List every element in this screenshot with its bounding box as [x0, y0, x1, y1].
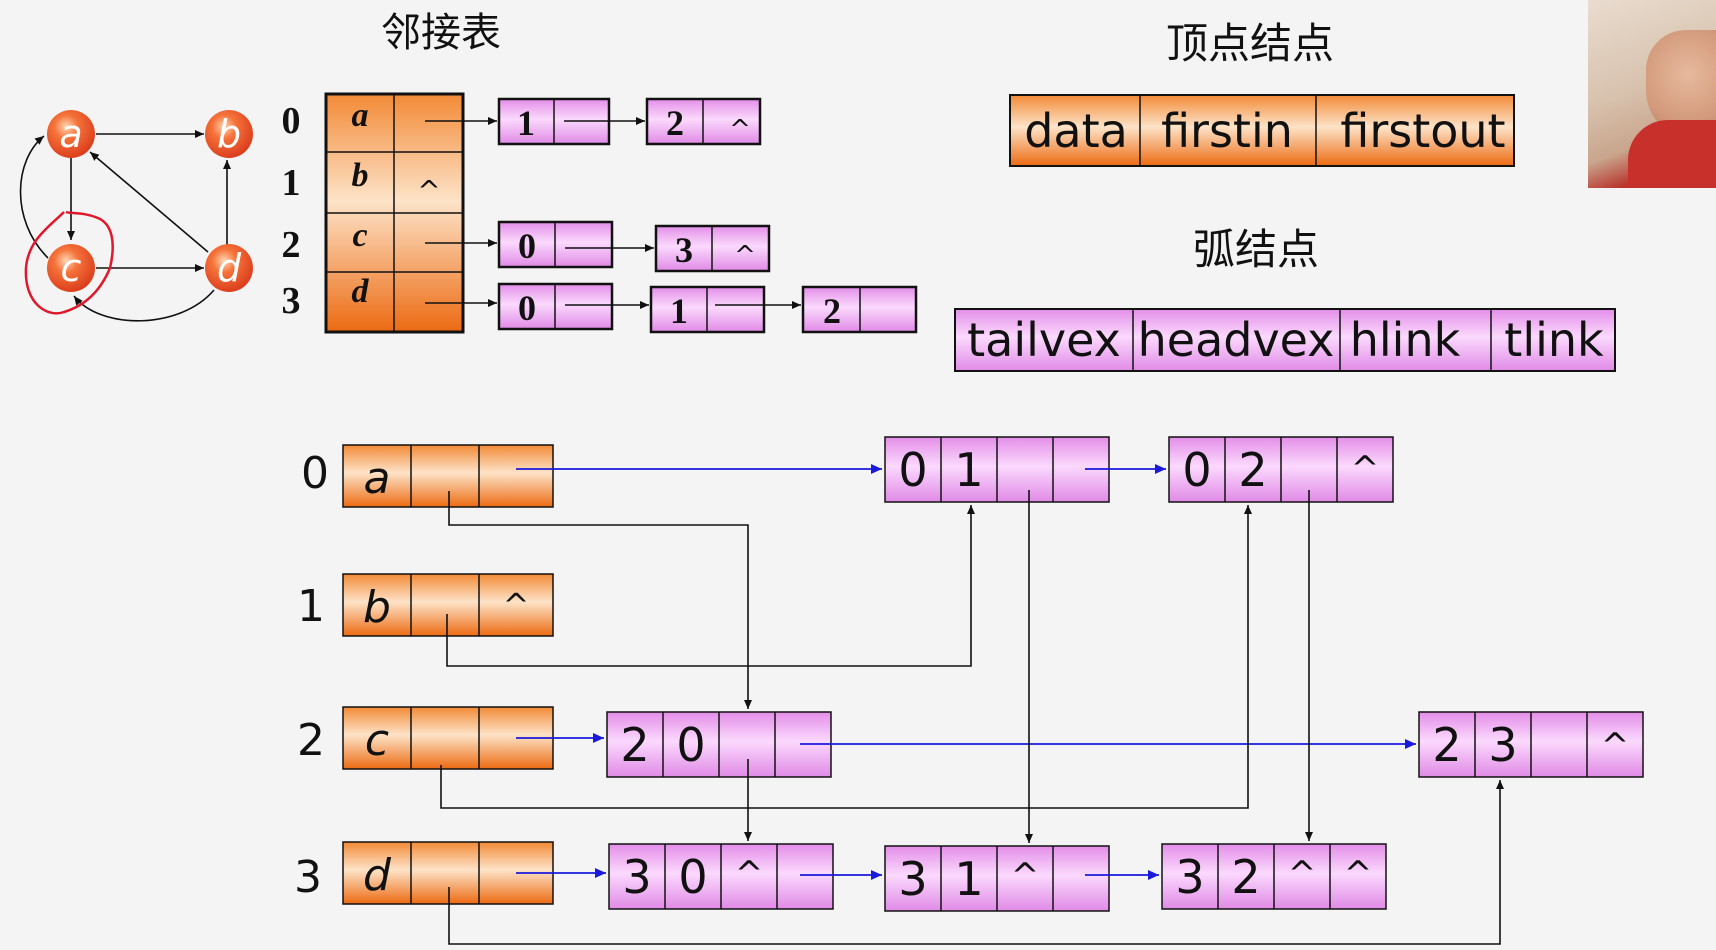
- adj-index-1: 1: [282, 162, 301, 204]
- svg-text:1: 1: [954, 443, 983, 497]
- graph-node-b-label: b: [217, 112, 241, 156]
- arc-node-structure: tailvex headvex hlink tlink: [954, 308, 1616, 372]
- svg-text:3: 3: [622, 850, 651, 904]
- adj-index-0: 0: [282, 100, 301, 142]
- svg-text:2: 2: [666, 103, 684, 143]
- field-firstin: firstin: [1161, 104, 1293, 158]
- svg-text:1: 1: [670, 291, 688, 331]
- firstin-a-line: [448, 491, 752, 709]
- svg-text:^: ^: [734, 241, 756, 271]
- svg-text:2: 2: [620, 718, 649, 772]
- firstin-b-line: [446, 505, 975, 667]
- arc-node-3-0: 3 0 ^: [608, 843, 834, 910]
- tlink-arrows: [516, 464, 1416, 880]
- arc-node-title: 弧结点: [1193, 225, 1319, 274]
- field-data: data: [1024, 104, 1128, 158]
- edge-d-c: [73, 289, 215, 322]
- presenter-shirt: [1628, 120, 1716, 188]
- firstin-c-line: [440, 505, 1252, 809]
- svg-text:d: d: [363, 850, 392, 901]
- graph-node-c: [47, 244, 95, 292]
- field-hlink: hlink: [1350, 313, 1461, 367]
- svg-text:0: 0: [518, 226, 536, 266]
- svg-text:2: 2: [1231, 850, 1260, 904]
- svg-text:^: ^: [735, 854, 764, 894]
- hlink-arrows: [440, 490, 1504, 945]
- edge-d-a: [89, 151, 209, 253]
- svg-text:0: 0: [676, 718, 705, 772]
- svg-text:a: a: [364, 453, 391, 504]
- graph-node-a: [47, 110, 95, 158]
- adj-index-3: 3: [282, 280, 301, 322]
- ortho-vertex-b: b ^: [342, 573, 554, 637]
- graph-node-d: [205, 244, 253, 292]
- adjacency-list-title: 邻接表: [381, 10, 501, 56]
- arc-node-3-1: 3 1 ^: [884, 845, 1110, 912]
- arc-node-0-2: 0 2 ^: [1168, 436, 1394, 503]
- ortho-arc-nodes: 0 1 0 2 ^ 2 0 2 3: [606, 436, 1644, 912]
- svg-text:^: ^: [1344, 854, 1373, 894]
- svg-text:^: ^: [1288, 854, 1317, 894]
- adjacency-list: 0 1 2 3 a b c d ^ 1 2 ^ 0 3 ^: [282, 92, 918, 334]
- adj-index-2: 2: [282, 224, 301, 266]
- svg-text:^: ^: [729, 115, 751, 145]
- adj-vertex-a: a: [352, 97, 369, 134]
- adj-null-b: ^: [417, 174, 440, 207]
- webcam-overlay: [1588, 0, 1716, 188]
- svg-text:3: 3: [675, 230, 693, 270]
- svg-text:0: 0: [678, 850, 707, 904]
- svg-text:^: ^: [1601, 726, 1630, 766]
- svg-text:0: 0: [518, 288, 536, 328]
- arc-node-3-2: 3 2 ^ ^: [1161, 843, 1387, 910]
- svg-text:c: c: [365, 715, 389, 766]
- svg-text:0: 0: [898, 443, 927, 497]
- arc-node-2-0: 2 0: [606, 711, 832, 778]
- graph-node-c-label: c: [61, 246, 82, 290]
- svg-text:^: ^: [503, 586, 530, 624]
- graph-node-b: [205, 110, 253, 158]
- svg-text:1: 1: [954, 852, 983, 906]
- field-tlink: tlink: [1504, 313, 1604, 367]
- vertex-node-title: 顶点结点: [1166, 19, 1334, 68]
- adj-vertex-c: c: [352, 217, 367, 254]
- red-circle-annotation: [24, 210, 114, 315]
- svg-text:2: 2: [1432, 718, 1461, 772]
- field-firstout: firstout: [1340, 104, 1505, 158]
- field-tailvex: tailvex: [967, 313, 1121, 367]
- svg-text:^: ^: [1011, 856, 1040, 896]
- svg-text:^: ^: [1351, 449, 1380, 489]
- svg-text:3: 3: [1488, 718, 1517, 772]
- small-graph: a b c d: [19, 110, 253, 322]
- graph-node-a-label: a: [59, 112, 82, 156]
- adj-vertex-d: d: [352, 273, 370, 310]
- arc-node-0-1: 0 1: [884, 436, 1110, 503]
- svg-text:2: 2: [1238, 443, 1267, 497]
- ortho-index-3: 3: [294, 852, 322, 903]
- graph-node-d-label: d: [217, 246, 242, 290]
- edge-c-a: [19, 135, 49, 259]
- svg-text:3: 3: [1175, 850, 1204, 904]
- svg-text:0: 0: [1182, 443, 1211, 497]
- field-headvex: headvex: [1138, 313, 1335, 367]
- arc-node-2-3: 2 3 ^: [1418, 711, 1644, 778]
- ortho-vertex-a: a: [342, 444, 554, 508]
- ortho-index-0: 0: [301, 448, 329, 499]
- vertex-node-structure: data firstin firstout: [1009, 94, 1515, 167]
- svg-text:3: 3: [898, 852, 927, 906]
- svg-text:1: 1: [517, 103, 535, 143]
- adj-vertex-b: b: [352, 157, 369, 194]
- firstin-d-line: [448, 780, 1504, 945]
- ortho-index-1: 1: [297, 581, 325, 632]
- ortho-index-2: 2: [297, 715, 325, 766]
- ortho-vertex-column: 0 1 2 3 a b ^ c d: [294, 444, 554, 905]
- svg-text:2: 2: [823, 291, 841, 331]
- svg-text:b: b: [363, 582, 391, 633]
